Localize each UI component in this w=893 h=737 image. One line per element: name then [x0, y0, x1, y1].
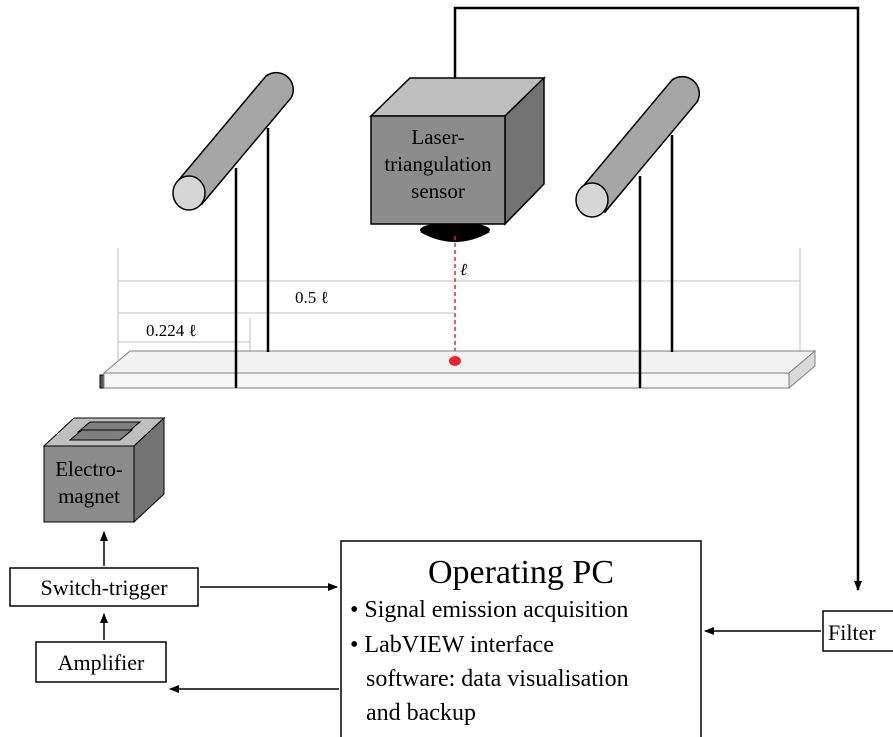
beam-length-label: ℓ — [460, 260, 467, 279]
pc-bullet-labview-line2: software: data visualisation — [366, 666, 629, 692]
operating-pc-title: Operating PC — [428, 554, 614, 591]
filter-box: Filter — [822, 610, 893, 652]
amplifier-label: Amplifier — [58, 650, 145, 675]
half-length-label: 0.5 ℓ — [295, 288, 329, 307]
pc-bullet-acquisition: • Signal emission acquisition — [350, 597, 628, 623]
pc-bullet-labview-line1: • LabVIEW interface — [350, 632, 554, 658]
sensor-label-line2: triangulation — [384, 152, 492, 176]
amplifier-box: Amplifier — [35, 641, 167, 683]
suspension-wires — [234, 128, 674, 388]
switch-trigger-box: Switch-trigger — [9, 567, 199, 607]
operating-pc-box: Operating PC • Signal emission acquisiti… — [340, 540, 702, 737]
clamp-position-label: 0.224 ℓ — [146, 321, 197, 340]
electromagnet: Electro- magnet — [42, 416, 166, 524]
left-support-rod — [172, 71, 294, 211]
right-support-rod — [575, 75, 700, 218]
laser-spot — [449, 356, 461, 366]
filter-label: Filter — [828, 620, 876, 645]
sensor-label-line3: sensor — [411, 179, 465, 203]
electromagnet-label-line2: magnet — [58, 484, 120, 508]
pc-bullet-labview-line3: and backup — [366, 700, 476, 726]
sensor-filter-cable — [453, 6, 862, 591]
electromagnet-label-line1: Electro- — [55, 457, 123, 481]
signal-arrows — [100, 531, 821, 693]
switch-trigger-label: Switch-trigger — [40, 575, 168, 600]
dimension-lines — [117, 248, 801, 366]
sensor-label-line1: Laser- — [411, 125, 464, 149]
laser-sensor: Laser- triangulation sensor — [369, 76, 546, 242]
